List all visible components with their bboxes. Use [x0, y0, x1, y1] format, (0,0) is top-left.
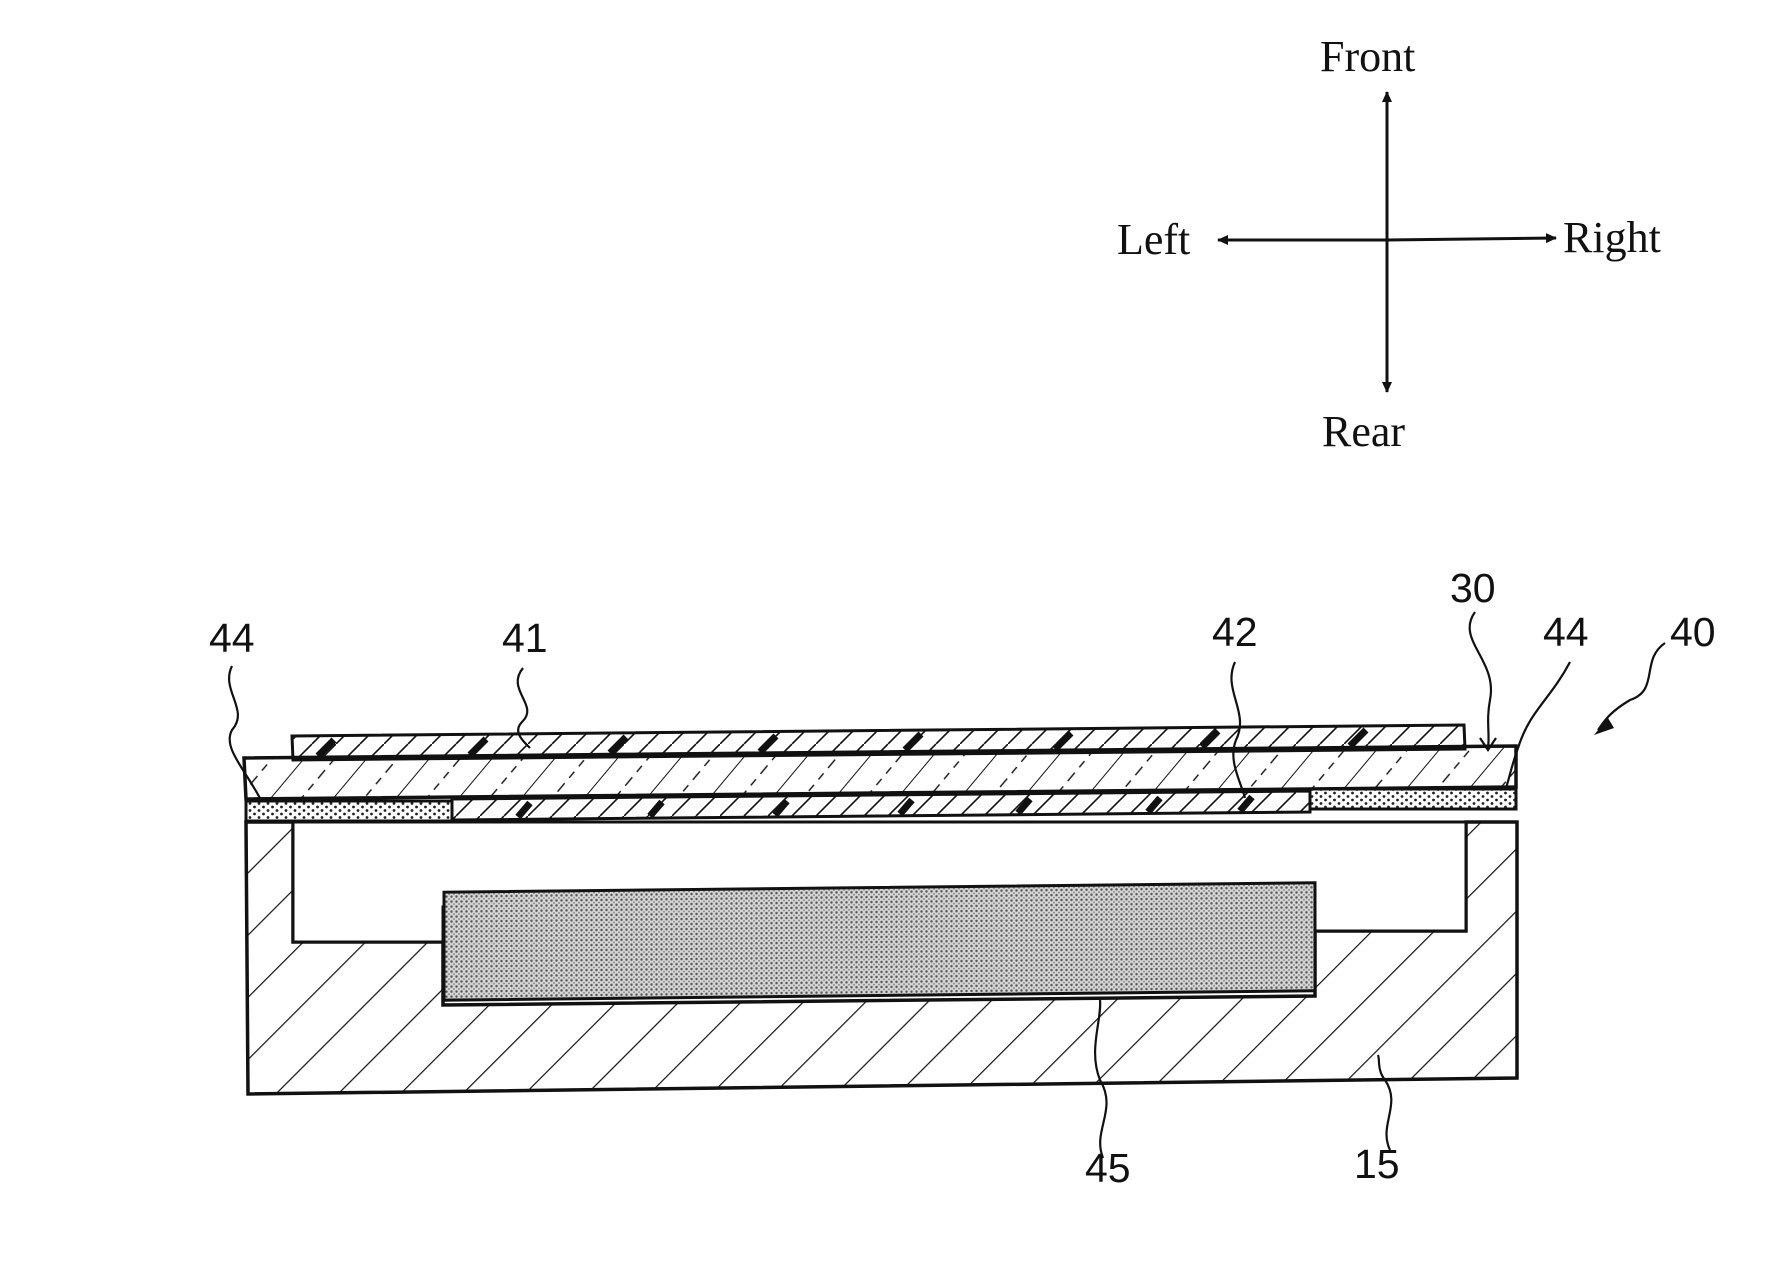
ref-41: 41	[502, 615, 548, 661]
front-label: Front	[1320, 32, 1415, 81]
ref-40: 40	[1670, 609, 1716, 655]
ref-44-left: 44	[209, 615, 255, 661]
rear-label: Rear	[1322, 407, 1405, 456]
leader-40	[1598, 643, 1665, 730]
leader-30	[1470, 612, 1491, 748]
adhesive-44-right	[1310, 789, 1516, 809]
ref-45: 45	[1085, 1145, 1131, 1191]
ref-44-right: 44	[1543, 609, 1589, 655]
cross-section	[244, 725, 1517, 1094]
right-label: Right	[1563, 213, 1661, 262]
ref-15: 15	[1354, 1141, 1400, 1187]
adhesive-44-left	[246, 801, 452, 821]
right-arrow	[1387, 238, 1556, 240]
ref-42: 42	[1212, 609, 1258, 655]
left-label: Left	[1117, 215, 1190, 264]
direction-compass: Front Rear Left Right	[1117, 32, 1661, 456]
ref-30: 30	[1450, 565, 1496, 611]
element-45	[444, 883, 1315, 1000]
